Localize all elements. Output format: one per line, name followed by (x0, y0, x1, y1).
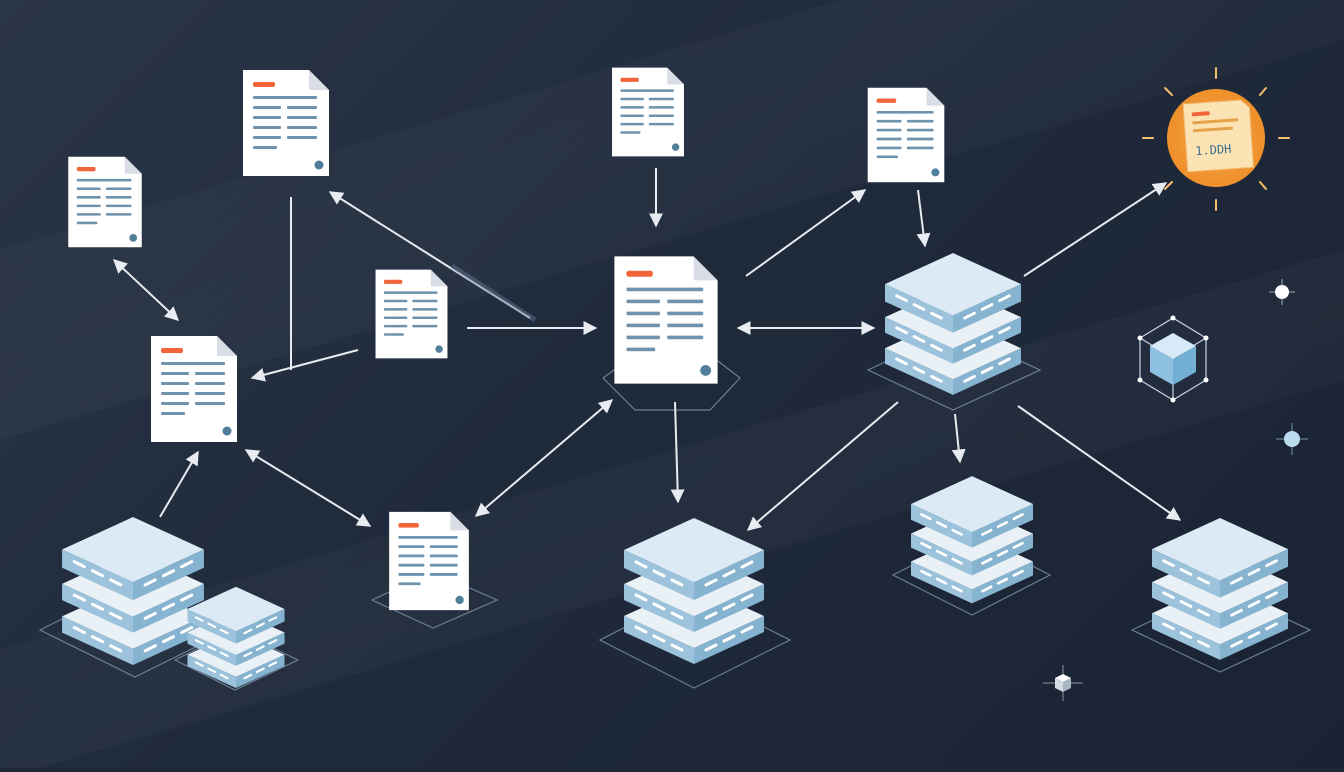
connectors (112, 168, 1182, 531)
highlight-document-icon: 1.DDH (1182, 99, 1255, 173)
connector-arrow (474, 399, 614, 517)
document-node (867, 87, 945, 183)
connector-arrow (951, 413, 966, 464)
connector-arrow (916, 189, 931, 248)
sparkle-node (1276, 423, 1308, 455)
connector-arrow (1023, 182, 1168, 277)
document-node (243, 70, 329, 176)
connector-glow (450, 263, 537, 323)
connector-arrow (244, 449, 372, 527)
document-node (68, 156, 142, 248)
cube-icon (1137, 315, 1209, 403)
sparkle-node (1269, 279, 1295, 305)
sun-rays (1142, 67, 1290, 211)
server-stack-node (1152, 516, 1288, 660)
document-node (389, 511, 469, 611)
document-node (612, 67, 684, 157)
highlight-label: 1.DDH (1195, 142, 1232, 158)
highlighted-document-node: 1.DDH (1142, 67, 1290, 211)
document-node (151, 336, 237, 442)
document-node (375, 269, 448, 359)
connector-arrow (250, 349, 359, 382)
document-node-central (614, 256, 718, 384)
connector-arrow (1017, 405, 1182, 521)
sparkle-cube (1043, 665, 1083, 701)
connector-arrow (159, 450, 199, 518)
connector-arrow (745, 189, 867, 277)
sparkle-nodes (1043, 279, 1308, 701)
connector-arrow (670, 401, 685, 504)
connector-arrow (746, 401, 899, 531)
connector-arrow (112, 259, 180, 321)
